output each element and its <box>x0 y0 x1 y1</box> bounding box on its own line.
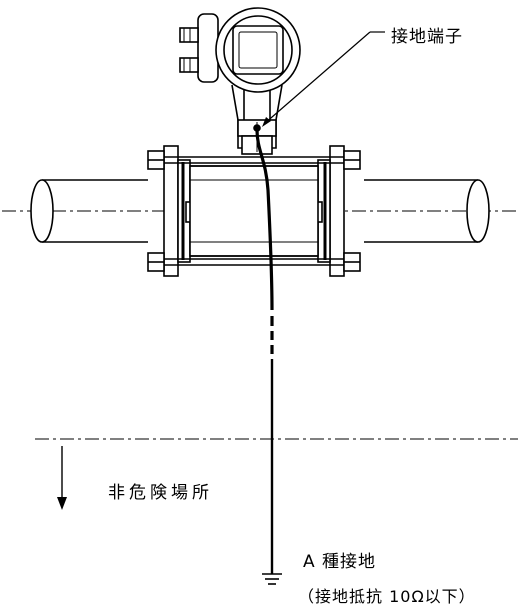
meter-body <box>189 165 319 257</box>
ground-icon <box>262 573 282 585</box>
converter-housing <box>179 7 301 93</box>
ground-class-label: A 種接地 <box>303 552 377 572</box>
flange-bolts <box>147 150 361 272</box>
non-hazardous-area-label: 非危険場所 <box>108 483 213 503</box>
converter-neck <box>231 84 283 155</box>
arrow-down-icon <box>57 446 67 510</box>
tie-rods <box>152 156 356 266</box>
ground-terminal-label: 接地端子 <box>391 27 463 47</box>
terminal-leader <box>262 31 385 127</box>
ground-wire <box>255 129 274 574</box>
left-pipe <box>30 179 148 243</box>
right-pipe <box>364 179 490 243</box>
ground-resistance-label: （接地抵抗 10Ω以下） <box>298 587 476 606</box>
